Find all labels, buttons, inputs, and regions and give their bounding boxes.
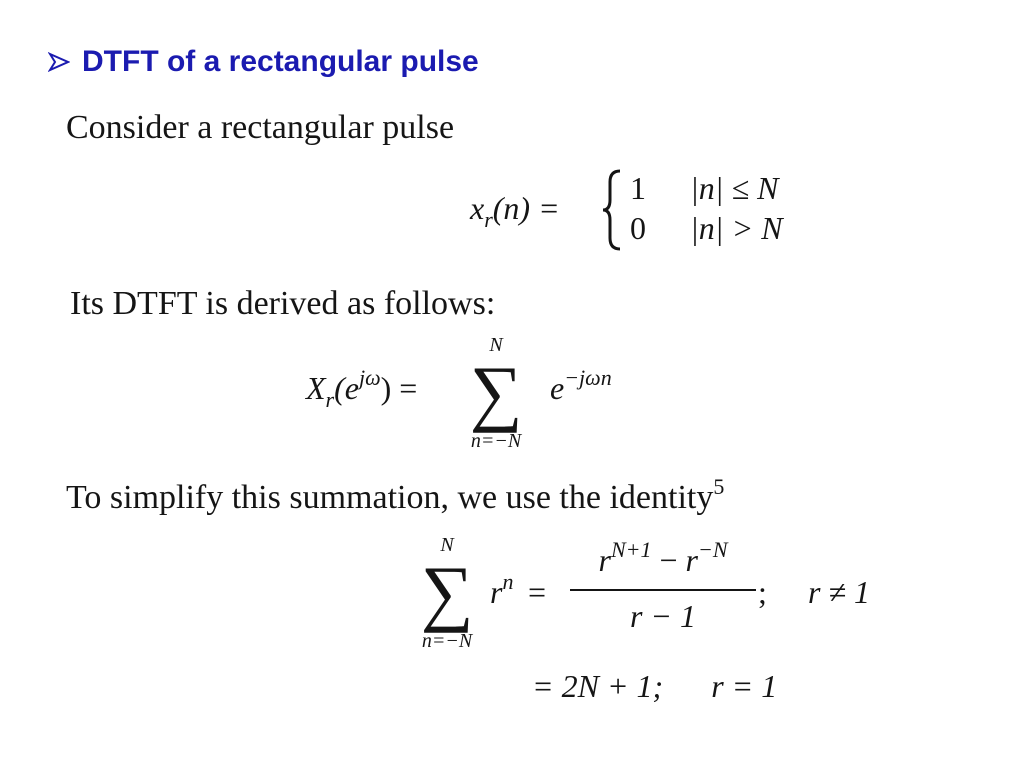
lhs-subscript: r bbox=[484, 207, 493, 232]
unity-case-equation: = 2N + 1; r = 1 bbox=[532, 666, 777, 706]
geometric-sum-equation: N ∑ n=−N rn = rN+1 − r−N r − 1 ; r ≠ 1 bbox=[402, 534, 902, 652]
sum-lower-limit: n=−N bbox=[421, 630, 473, 652]
separator: ; bbox=[758, 574, 767, 610]
case1-value: 1 bbox=[630, 170, 646, 206]
footnote-marker: 5 bbox=[713, 474, 725, 499]
numerator-r2: r bbox=[685, 542, 698, 578]
lhs-subscript: r bbox=[325, 387, 335, 412]
dtft-term: e−jωn bbox=[550, 365, 612, 412]
lhs-symbol: x bbox=[470, 190, 485, 226]
fraction: rN+1 − r−N r − 1 bbox=[570, 537, 756, 636]
term-superscript: n bbox=[502, 569, 514, 594]
case1-condition: |n| ≤ N bbox=[690, 170, 779, 206]
lhs-argument: (n) = bbox=[492, 190, 560, 226]
heading-text: DTFT of a rectangular pulse bbox=[82, 45, 479, 78]
numerator-exp2: −N bbox=[697, 537, 728, 562]
lhs-open: (e bbox=[334, 370, 359, 406]
sum-upper-limit: N bbox=[489, 334, 503, 356]
dtft-lhs: Xr(ejω) = bbox=[306, 365, 418, 412]
sigma-symbol: ∑ bbox=[469, 352, 523, 434]
lhs-close: ) = bbox=[380, 370, 418, 406]
equals-sign: = bbox=[528, 574, 547, 610]
numerator-exp1: N+1 bbox=[610, 537, 652, 562]
identity-intro-text: To simplify this summation, we use the i… bbox=[66, 474, 724, 521]
slide-heading: DTFT of a rectangular pulse bbox=[48, 40, 479, 84]
numerator-minus: − bbox=[659, 542, 678, 578]
left-brace-icon bbox=[602, 169, 621, 251]
summation: N ∑ n=−N bbox=[456, 334, 536, 452]
case2-value: 0 bbox=[630, 210, 646, 246]
arrow-bullet-icon bbox=[48, 52, 70, 72]
numerator-r1: r bbox=[598, 542, 611, 578]
identity-term: rn bbox=[490, 569, 514, 616]
denominator: r − 1 bbox=[629, 598, 697, 634]
identity-condition: r ≠ 1 bbox=[808, 574, 871, 610]
identity-summation: N ∑ n=−N bbox=[402, 534, 492, 652]
unity-case-result: = 2N + 1; bbox=[532, 668, 664, 704]
lhs-X: X bbox=[306, 370, 326, 406]
sum-lower-limit: n=−N bbox=[470, 430, 522, 452]
sum-upper-limit: N bbox=[440, 534, 454, 556]
pulse-lhs: xr(n) = bbox=[470, 188, 560, 232]
sigma-symbol: ∑ bbox=[420, 552, 474, 634]
numerator: rN+1 − r−N bbox=[570, 537, 756, 584]
fraction-bar bbox=[570, 589, 756, 591]
lhs-superscript: jω bbox=[358, 365, 381, 390]
dtft-equation: Xr(ejω) = N ∑ n=−N e−jωn bbox=[306, 334, 646, 452]
case2-condition: |n| > N bbox=[690, 210, 783, 246]
identity-intro-label: To simplify this summation, we use the i… bbox=[66, 479, 714, 516]
term-base: e bbox=[550, 370, 565, 406]
unity-case-condition: r = 1 bbox=[711, 668, 778, 704]
dtft-intro-text: Its DTFT is derived as follows: bbox=[70, 285, 496, 322]
term-base: r bbox=[490, 574, 503, 610]
term-superscript: −jωn bbox=[564, 365, 612, 390]
intro-text: Consider a rectangular pulse bbox=[66, 109, 455, 146]
